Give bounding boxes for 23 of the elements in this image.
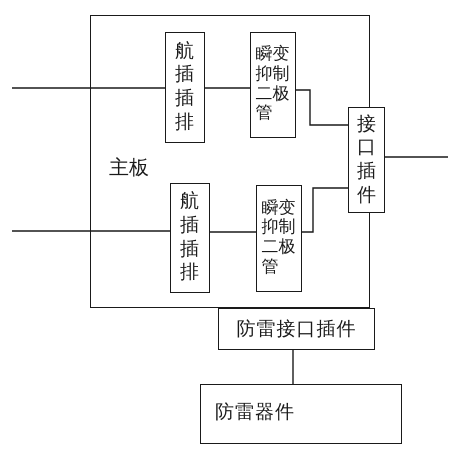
wire xyxy=(210,231,256,233)
box-label: 瞬变抑制二极管 xyxy=(256,45,290,124)
box-label: 防雷器件 xyxy=(215,400,295,425)
board-label: 主板 xyxy=(109,154,149,181)
wire xyxy=(12,87,165,89)
box-label: 航插插排 xyxy=(180,190,199,285)
box-label: 航插插排 xyxy=(175,40,194,134)
component-box xyxy=(250,32,296,138)
wire xyxy=(302,187,348,233)
wire xyxy=(12,230,170,232)
component-box xyxy=(200,384,402,444)
box-label: 接口插件 xyxy=(357,112,376,208)
component-box xyxy=(170,182,210,292)
wire xyxy=(292,350,294,384)
component-box xyxy=(256,184,302,292)
wire xyxy=(385,156,448,158)
component-box xyxy=(164,32,204,142)
box-label: 防雷接口插件 xyxy=(236,317,356,342)
box-label: 瞬变抑制二极管 xyxy=(262,198,296,278)
wire xyxy=(296,89,348,126)
wire xyxy=(205,87,250,89)
component-box xyxy=(218,308,375,350)
component-box xyxy=(348,107,385,213)
